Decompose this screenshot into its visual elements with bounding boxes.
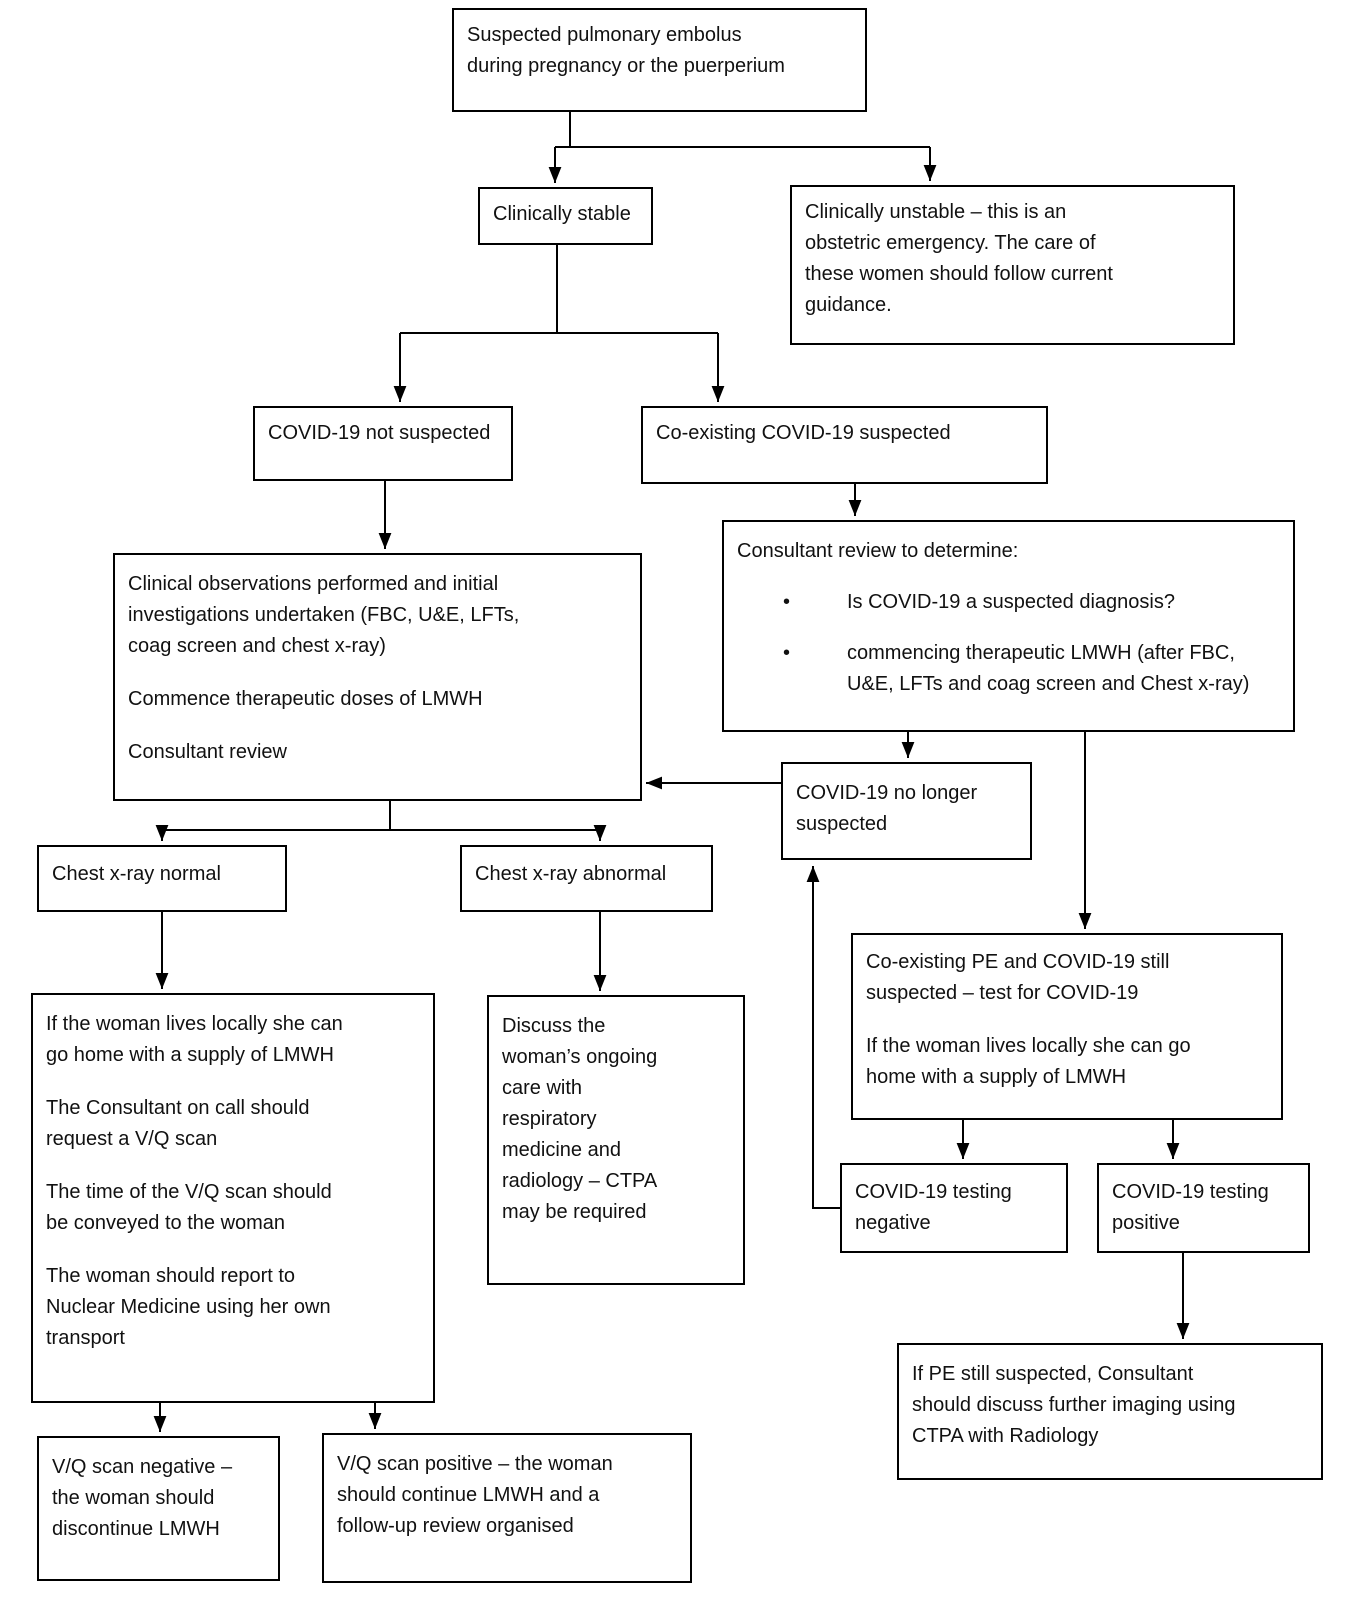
node-covid-coexisting: Co-existing COVID-19 suspected [641,406,1048,484]
node-cxr-abnormal-label: Chest x-ray abnormal [475,863,667,885]
node-home-lmwh-p1: If the woman lives locally she can go ho… [46,1013,343,1066]
bullet-icon: • [783,642,791,664]
bullet-icon: • [783,591,791,613]
node-vq-negative-label: V/Q scan negative – the woman should dis… [52,1456,233,1540]
node-test-positive-label: COVID-19 testing positive [1112,1181,1269,1234]
node-consultant-review-title: Consultant review to determine: [737,540,1019,562]
node-covid-no-longer-label: COVID-19 no longer suspected [796,782,978,835]
node-home-lmwh: If the woman lives locally she can go ho… [31,993,435,1403]
node-clinical-obs-p3: Consultant review [128,741,287,763]
consultant-review-bullet-1-label: Is COVID-19 a suspected diagnosis? [847,591,1175,613]
node-discuss-resp-label: Discuss the woman’s ongoing care with re… [502,1015,658,1223]
node-vq-positive-label: V/Q scan positive – the woman should con… [337,1453,613,1537]
node-home-lmwh-p3: The time of the V/Q scan should be conve… [46,1181,332,1234]
node-suspected-pe-label: Suspected pulmonary embolus during pregn… [467,24,785,77]
node-coexist-pe: Co-existing PE and COVID-19 still suspec… [851,933,1283,1120]
node-vq-negative: V/Q scan negative – the woman should dis… [37,1436,280,1581]
consultant-review-bullet-2: • commencing therapeutic LMWH (after FBC… [771,638,1280,700]
node-test-negative: COVID-19 testing negative [840,1163,1068,1253]
node-ctpa-label: If PE still suspected, Consultant should… [912,1363,1236,1447]
node-cxr-normal: Chest x-ray normal [37,845,287,912]
node-clinically-stable-label: Clinically stable [493,203,631,225]
node-covid-not-suspected: COVID-19 not suspected [253,406,513,481]
node-home-lmwh-p2: The Consultant on call should request a … [46,1097,310,1150]
node-clinical-obs-p2: Commence therapeutic doses of LMWH [128,688,483,710]
node-coexist-pe-p2: If the woman lives locally she can go ho… [866,1035,1191,1088]
connector-cxr-split [162,801,600,831]
node-clinically-unstable-label: Clinically unstable – this is an obstetr… [805,201,1113,316]
node-clinical-obs-p1: Clinical observations performed and init… [128,573,520,657]
node-discuss-resp: Discuss the woman’s ongoing care with re… [487,995,745,1285]
node-covid-no-longer: COVID-19 no longer suspected [781,762,1032,860]
node-vq-positive: V/Q scan positive – the woman should con… [322,1433,692,1583]
connector-top-split [555,112,930,148]
consultant-review-bullet-2-label: commencing therapeutic LMWH (after FBC, … [847,642,1250,695]
node-test-positive: COVID-19 testing positive [1097,1163,1310,1253]
node-clinical-obs: Clinical observations performed and init… [113,553,642,801]
node-test-negative-label: COVID-19 testing negative [855,1181,1012,1234]
node-ctpa: If PE still suspected, Consultant should… [897,1343,1323,1480]
node-clinically-stable: Clinically stable [478,187,653,245]
node-cxr-abnormal: Chest x-ray abnormal [460,845,713,912]
node-covid-not-suspected-label: COVID-19 not suspected [268,422,491,444]
node-suspected-pe: Suspected pulmonary embolus during pregn… [452,8,867,112]
node-consultant-review: Consultant review to determine: • Is COV… [722,520,1295,732]
node-clinically-unstable: Clinically unstable – this is an obstetr… [790,185,1235,345]
connector-stable-split [400,245,718,334]
node-home-lmwh-p4: The woman should report to Nuclear Medic… [46,1265,331,1349]
node-coexist-pe-p1: Co-existing PE and COVID-19 still suspec… [866,951,1170,1004]
node-cxr-normal-label: Chest x-ray normal [52,863,221,885]
node-covid-coexisting-label: Co-existing COVID-19 suspected [656,422,951,444]
consultant-review-bullet-1: • Is COVID-19 a suspected diagnosis? [771,587,1280,618]
connector-feedback-negative-to-no-longer [806,866,840,1209]
